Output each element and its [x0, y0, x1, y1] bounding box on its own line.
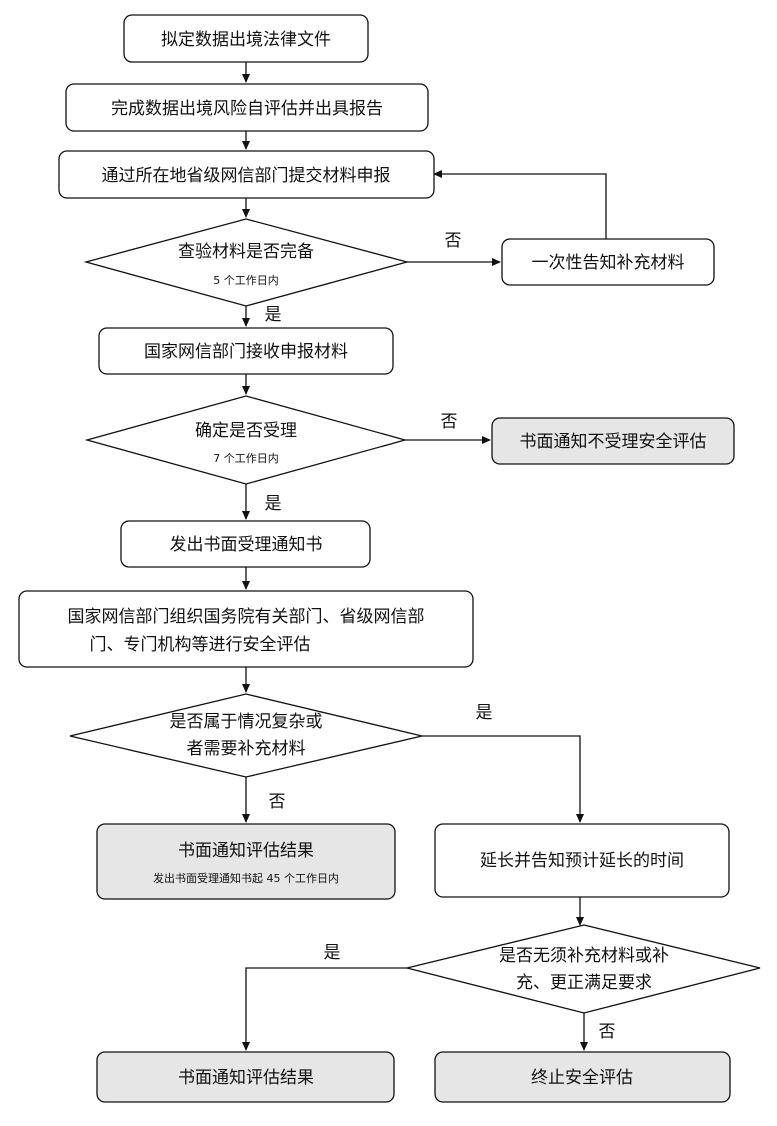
arrow-d4-r2 [242, 967, 407, 1051]
step-self-assessment [65, 83, 429, 132]
result-assessment-notice-1-note: 发出书面受理通知书起 45 个工作日内 [153, 871, 339, 885]
result-assessment-notice-2-label: 书面通知评估结果 [178, 1068, 314, 1088]
decision-accept [84, 395, 408, 485]
branch-no-d3: 否 [269, 792, 286, 812]
branch-labels: 否 是 否 是 是 否 是 否 [265, 231, 616, 1042]
result-terminate-assessment-label: 终止安全评估 [531, 1068, 633, 1088]
decision-complex-case-line1: 是否属于情况复杂或 [170, 712, 323, 732]
arrow-side1-s3 [433, 170, 607, 239]
step-submit-application [58, 150, 435, 199]
decision-materials-complete-label: 查验材料是否完备 [178, 242, 314, 262]
arrow-d3-s7 [422, 735, 584, 823]
connectors [242, 62, 607, 1051]
step-organize-assessment [18, 590, 474, 668]
decision-complex-case [69, 693, 423, 778]
side-supplement-notice [501, 238, 715, 286]
branch-no-d1: 否 [445, 231, 462, 251]
result-assessment-notice-1-label: 书面通知评估结果 [178, 841, 314, 861]
decision-accept-label: 确定是否受理 [195, 421, 297, 441]
branch-no-d4: 否 [599, 1022, 616, 1042]
result-assessment-notice-2 [96, 1051, 395, 1103]
step-organize-assessment-line2: 门、专门机构等进行安全评估 [90, 635, 311, 655]
step-organize-assessment-line1: 国家网信部门组织国务院有关部门、省级网信部 [68, 607, 425, 627]
decision-no-supplement-needed-line1: 是否无须补充材料或补 [499, 946, 669, 966]
step-receive-materials [98, 327, 394, 375]
decision-no-supplement-needed [406, 924, 761, 1014]
step-draft-legal-docs-label: 拟定数据出境法律文件 [161, 30, 331, 50]
branch-yes-d1: 是 [265, 305, 282, 325]
result-assessment-notice-1 [96, 823, 396, 900]
branch-yes-d3: 是 [476, 703, 493, 723]
decision-materials-complete [83, 218, 410, 307]
step-draft-legal-docs [123, 14, 369, 63]
decision-diamonds [69, 218, 761, 1014]
side-reject-notice-label: 书面通知不受理安全评估 [520, 432, 707, 452]
step-extension-notice-label: 延长并告知预计延长的时间 [480, 851, 684, 871]
step-acceptance-notice-label: 发出书面受理通知书 [170, 535, 323, 555]
decision-complex-case-line2: 者需要补充材料 [187, 739, 306, 759]
step-acceptance-notice [120, 520, 371, 568]
step-submit-application-label: 通过所在地省级网信部门提交材料申报 [102, 166, 391, 186]
process-boxes [18, 14, 735, 1103]
box-texts: 拟定数据出境法律文件 完成数据出境风险自评估并出具报告 通过所在地省级网信部门提… [68, 30, 707, 1088]
step-extension-notice [434, 823, 730, 898]
side-supplement-notice-label: 一次性告知补充材料 [532, 253, 685, 273]
branch-no-d2: 否 [441, 412, 458, 432]
result-terminate-assessment [434, 1051, 731, 1103]
step-self-assessment-label: 完成数据出境风险自评估并出具报告 [111, 99, 383, 119]
decision-no-supplement-needed-line2: 充、更正满足要求 [516, 973, 652, 993]
decision-materials-complete-note: 5 个工作日内 [213, 273, 279, 287]
branch-yes-d4: 是 [324, 943, 341, 963]
side-reject-notice [491, 417, 735, 465]
branch-yes-d2: 是 [265, 494, 282, 514]
step-receive-materials-label: 国家网信部门接收申报材料 [144, 342, 348, 362]
decision-accept-note: 7 个工作日内 [213, 451, 279, 465]
